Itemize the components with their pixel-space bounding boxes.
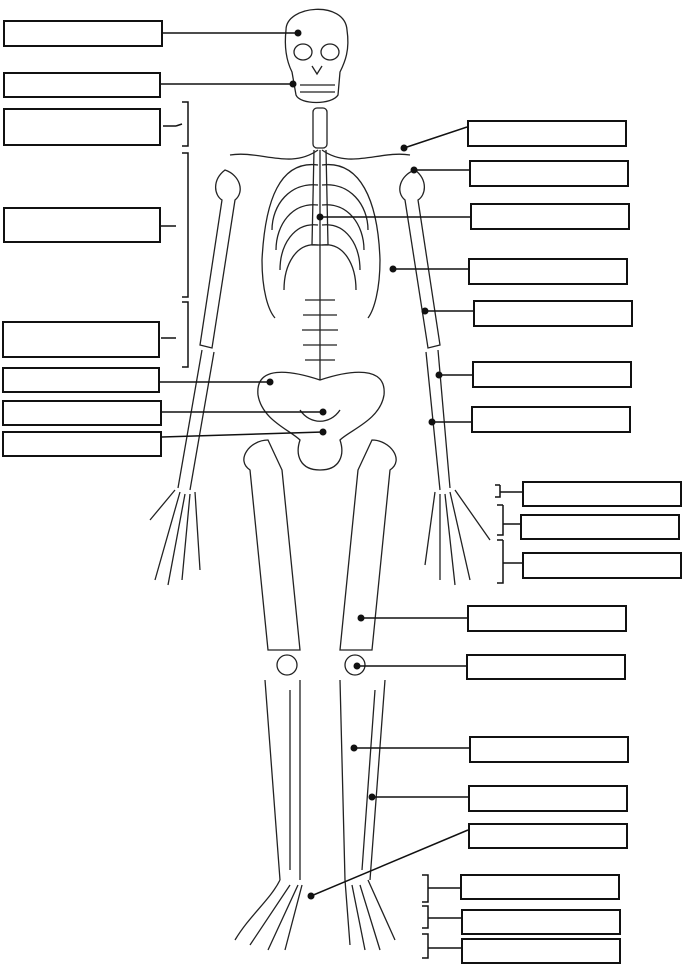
label-box-patella[interactable]: [466, 654, 626, 680]
label-box-tarsals[interactable]: [460, 874, 620, 900]
right-foot: [344, 879, 396, 951]
label-box-fibula[interactable]: [468, 785, 628, 812]
label-box-sternum[interactable]: [470, 203, 630, 230]
label-box-scapula[interactable]: [469, 160, 629, 187]
label-box-cervical[interactable]: [3, 108, 161, 146]
label-box-ulna[interactable]: [471, 406, 631, 433]
clavicles: [229, 149, 411, 160]
label-box-phalanges-foot[interactable]: [461, 938, 621, 964]
label-box-thoracic[interactable]: [3, 207, 161, 243]
label-box-mandible[interactable]: [3, 72, 161, 98]
label-box-metacarpals[interactable]: [520, 514, 680, 540]
label-box-coccyx[interactable]: [2, 431, 162, 457]
legs: [234, 439, 397, 951]
label-box-humerus[interactable]: [473, 300, 633, 327]
left-hand: [149, 489, 201, 586]
label-box-lumbar[interactable]: [2, 321, 160, 358]
label-box-radius[interactable]: [472, 361, 632, 388]
arms: [149, 169, 491, 586]
leader-lines: [160, 32, 522, 959]
label-box-ribs[interactable]: [468, 258, 628, 285]
label-box-metatarsals[interactable]: [461, 909, 621, 935]
skull: [284, 8, 349, 104]
pointer-dots: [266, 29, 443, 900]
label-box-tibia[interactable]: [469, 736, 629, 763]
ribcage: [261, 149, 381, 319]
label-box-phalanges-hand[interactable]: [522, 552, 682, 579]
label-box-calcaneus[interactable]: [468, 823, 628, 849]
label-box-femur[interactable]: [467, 605, 627, 632]
label-box-clavicle[interactable]: [467, 120, 627, 147]
spine: [302, 107, 338, 380]
skeleton-drawing: [149, 8, 491, 951]
label-box-pelvis[interactable]: [2, 367, 160, 393]
left-foot: [234, 879, 303, 951]
label-box-skull[interactable]: [3, 20, 163, 47]
label-box-sacrum[interactable]: [2, 400, 162, 426]
pelvis: [257, 371, 385, 471]
label-box-carpals[interactable]: [522, 481, 682, 507]
right-hand: [424, 489, 491, 586]
